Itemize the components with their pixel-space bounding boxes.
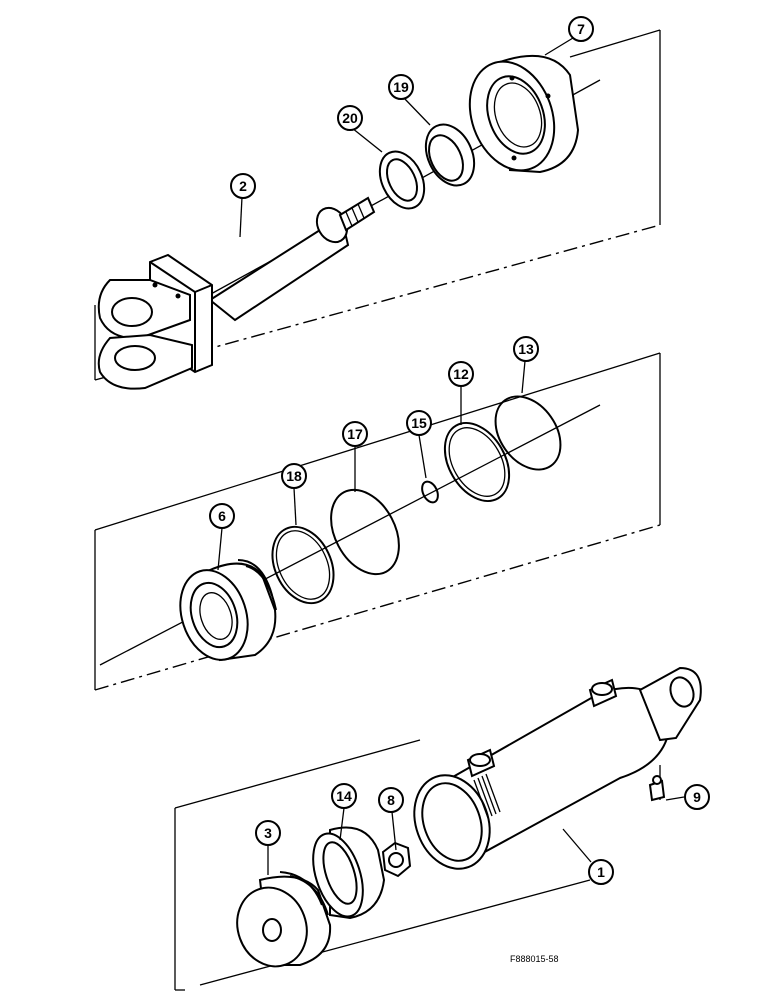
balloon-17: 17	[342, 421, 368, 447]
balloon-1: 1	[588, 859, 614, 885]
panel-3-frame-top	[174, 739, 421, 809]
panel-rod-group	[94, 29, 661, 390]
balloon-2: 2	[230, 173, 256, 199]
svg-text:12: 12	[453, 366, 469, 382]
balloon-20: 20	[337, 105, 363, 131]
balloon-9: 9	[684, 784, 710, 810]
svg-text:18: 18	[286, 468, 302, 484]
panel-1-dash-line	[94, 224, 661, 381]
svg-text:19: 19	[393, 79, 409, 95]
svg-text:9: 9	[693, 789, 701, 805]
svg-text:1: 1	[597, 864, 605, 880]
panel-1-frame-top	[569, 29, 661, 58]
balloon-12: 12	[448, 361, 474, 387]
balloon-7: 7	[568, 16, 594, 42]
grease-fitting	[648, 775, 666, 802]
backup-ring-12	[443, 422, 511, 502]
svg-text:2: 2	[239, 178, 247, 194]
balloon-3: 3	[255, 820, 281, 846]
leader-lines	[217, 37, 685, 875]
balloon-15: 15	[406, 410, 432, 436]
piston	[179, 559, 277, 662]
balloon-8: 8	[378, 787, 404, 813]
svg-text:3: 3	[264, 825, 272, 841]
barrel-centerline	[199, 879, 591, 986]
svg-text:15: 15	[411, 415, 427, 431]
balloon-13: 13	[513, 336, 539, 362]
svg-text:8: 8	[387, 792, 395, 808]
cylinder-head	[236, 871, 332, 968]
gland-nut	[468, 54, 580, 174]
head-seal-ring	[312, 826, 386, 920]
o-ring-15	[421, 480, 439, 504]
o-ring-17	[330, 488, 400, 576]
panel-barrel-group	[174, 666, 702, 991]
svg-text:7: 7	[577, 21, 585, 37]
svg-text:13: 13	[518, 341, 534, 357]
balloon-18: 18	[281, 463, 307, 489]
balloon-6: 6	[209, 503, 235, 529]
piston-ring-18	[271, 525, 335, 605]
panel-piston-group	[94, 352, 661, 691]
panel-2-dash-line	[94, 524, 661, 691]
cylinder-barrel	[413, 666, 702, 870]
lock-nut	[381, 841, 412, 878]
svg-text:14: 14	[336, 788, 352, 804]
figure-reference: F888015-58	[510, 954, 559, 964]
panel-2-frame-top	[94, 352, 661, 531]
svg-text:17: 17	[347, 426, 363, 442]
balloon-19: 19	[388, 74, 414, 100]
rod-seal-ring	[378, 150, 426, 210]
wiper-ring	[424, 123, 476, 187]
o-ring-13	[494, 395, 562, 471]
balloon-14: 14	[331, 783, 357, 809]
piston-rod	[97, 196, 376, 390]
svg-text:20: 20	[342, 110, 358, 126]
svg-text:6: 6	[218, 508, 226, 524]
